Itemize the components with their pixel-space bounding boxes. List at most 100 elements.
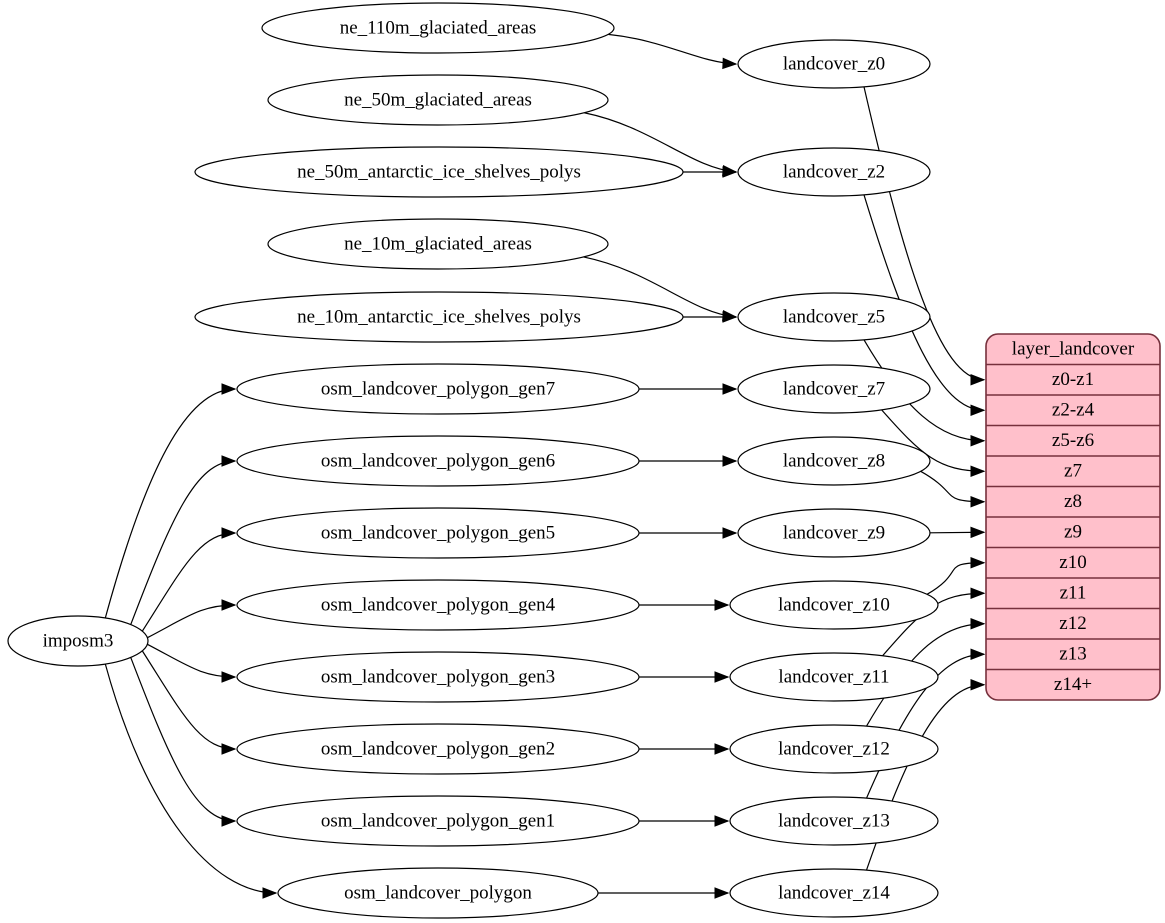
edge-arrowhead <box>722 527 738 539</box>
node-osm_landcover_polygon_gen7-label: osm_landcover_polygon_gen7 <box>321 378 555 399</box>
node-landcover_z9-label: landcover_z9 <box>783 522 885 543</box>
node-imposm3-label: imposm3 <box>43 630 114 651</box>
edge-arrowhead <box>970 587 986 599</box>
edge-ne_10m_glaciated_areas-to-landcover_z5 <box>583 256 737 318</box>
table-row-z5-z6[interactable]: z5-z6 <box>1052 430 1094 451</box>
node-landcover_z14-shape <box>729 868 939 918</box>
node-landcover_z2-shape <box>737 147 931 197</box>
table-row-z8[interactable]: z8 <box>1064 491 1082 512</box>
edge-arrowhead <box>221 527 237 539</box>
edge-ne_50m_glaciated_areas-to-landcover_z2 <box>584 112 737 173</box>
node-landcover_z12-label: landcover_z12 <box>778 738 890 759</box>
node-imposm3[interactable]: imposm3 <box>7 615 149 667</box>
node-osm_landcover_polygon_gen3-shape <box>236 651 640 703</box>
edge-arrowhead <box>970 435 986 447</box>
edge-arrowhead <box>970 648 986 660</box>
node-landcover_z14-label: landcover_z14 <box>778 882 890 903</box>
table-row-z7[interactable]: z7 <box>1064 461 1082 482</box>
node-ne_110m_glaciated_areas-label: ne_110m_glaciated_areas <box>340 17 537 38</box>
node-landcover_z8-label: landcover_z8 <box>783 450 885 471</box>
edge-imposm3-to-osm_landcover_polygon <box>104 663 277 894</box>
node-osm_landcover_polygon_gen4[interactable]: osm_landcover_polygon_gen4 <box>236 579 640 631</box>
table-row-z12[interactable]: z12 <box>1059 613 1086 634</box>
edge-imposm3-to-osm_landcover_polygon_gen7 <box>104 388 236 619</box>
node-landcover_z13[interactable]: landcover_z13 <box>729 796 939 846</box>
layer-landcover-table[interactable]: layer_landcoverz0-z1z2-z4z5-z6z7z8z9z10z… <box>985 333 1161 701</box>
node-landcover_z9[interactable]: landcover_z9 <box>737 508 931 558</box>
node-landcover_z7[interactable]: landcover_z7 <box>737 364 931 414</box>
edge-arrowhead <box>221 743 237 755</box>
node-landcover_z7-label: landcover_z7 <box>783 378 885 399</box>
edge-imposm3-to-osm_landcover_polygon_gen6 <box>130 460 236 625</box>
node-landcover_z10-label: landcover_z10 <box>778 594 890 615</box>
node-ne_10m_antarctic_ice_shelves_polys-label: ne_10m_antarctic_ice_shelves_polys <box>297 306 581 327</box>
node-osm_landcover_polygon_gen6[interactable]: osm_landcover_polygon_gen6 <box>236 435 640 487</box>
node-osm_landcover_polygon_gen2-label: osm_landcover_polygon_gen2 <box>321 738 555 759</box>
edge-arrowhead <box>970 618 986 630</box>
node-osm_landcover_polygon[interactable]: osm_landcover_polygon <box>277 867 599 919</box>
node-landcover_z7-shape <box>737 364 931 414</box>
node-ne_10m_glaciated_areas-shape <box>267 218 609 270</box>
table-row-z14+[interactable]: z14+ <box>1054 674 1092 695</box>
node-landcover_z10-shape <box>729 580 939 630</box>
node-osm_landcover_polygon_gen2[interactable]: osm_landcover_polygon_gen2 <box>236 723 640 775</box>
table-row-z9[interactable]: z9 <box>1064 522 1082 543</box>
edge-arrowhead <box>714 671 730 683</box>
node-osm_landcover_polygon-shape <box>277 867 599 919</box>
node-landcover_z0-label: landcover_z0 <box>783 53 885 74</box>
node-layer: imposm3 ne_110m_glaciated_areas ne_50m_gla… <box>7 2 939 919</box>
edge-arrowhead <box>221 815 237 827</box>
node-landcover_z2[interactable]: landcover_z2 <box>737 147 931 197</box>
node-landcover_z11-label: landcover_z11 <box>778 666 889 687</box>
node-osm_landcover_polygon_gen1-shape <box>236 795 640 847</box>
table-row-z2-z4[interactable]: z2-z4 <box>1052 400 1095 421</box>
node-ne_50m_glaciated_areas[interactable]: ne_50m_glaciated_areas <box>267 74 609 126</box>
table-row-z11[interactable]: z11 <box>1060 583 1087 604</box>
table-row-z13[interactable]: z13 <box>1059 644 1086 665</box>
node-osm_landcover_polygon_gen4-label: osm_landcover_polygon_gen4 <box>321 594 556 615</box>
node-landcover_z10[interactable]: landcover_z10 <box>729 580 939 630</box>
node-osm_landcover_polygon_gen1[interactable]: osm_landcover_polygon_gen1 <box>236 795 640 847</box>
node-ne_110m_glaciated_areas[interactable]: ne_110m_glaciated_areas <box>261 2 615 54</box>
node-landcover_z8[interactable]: landcover_z8 <box>737 436 931 486</box>
edge-arrowhead <box>970 496 986 508</box>
edge-arrowhead <box>970 374 986 386</box>
node-landcover_z13-label: landcover_z13 <box>778 810 890 831</box>
edge-arrowhead <box>714 599 730 611</box>
table-row-z10[interactable]: z10 <box>1059 552 1086 573</box>
node-ne_50m_antarctic_ice_shelves_polys-label: ne_50m_antarctic_ice_shelves_polys <box>297 161 581 182</box>
table-row-z0-z1[interactable]: z0-z1 <box>1052 369 1094 390</box>
node-osm_landcover_polygon_gen5[interactable]: osm_landcover_polygon_gen5 <box>236 507 640 559</box>
node-landcover_z12[interactable]: landcover_z12 <box>729 724 939 774</box>
node-landcover_z14[interactable]: landcover_z14 <box>729 868 939 918</box>
node-osm_landcover_polygon_gen3[interactable]: osm_landcover_polygon_gen3 <box>236 651 640 703</box>
node-ne_10m_antarctic_ice_shelves_polys[interactable]: ne_10m_antarctic_ice_shelves_polys <box>194 291 684 343</box>
node-ne_10m_glaciated_areas-label: ne_10m_glaciated_areas <box>344 233 532 254</box>
node-ne_50m_antarctic_ice_shelves_polys[interactable]: ne_50m_antarctic_ice_shelves_polys <box>194 146 684 198</box>
node-osm_landcover_polygon_gen2-shape <box>236 723 640 775</box>
node-landcover_z0[interactable]: landcover_z0 <box>737 39 931 89</box>
edge-arrowhead <box>970 465 986 477</box>
edge-landcover_z2-to-row-z2-z4 <box>863 194 985 411</box>
edge-arrowhead <box>221 671 237 683</box>
node-ne_50m_antarctic_ice_shelves_polys-shape <box>194 146 684 198</box>
edge-arrowhead <box>722 166 738 178</box>
edge-arrowhead <box>970 679 986 691</box>
node-landcover_z5-label: landcover_z5 <box>783 306 885 327</box>
node-landcover_z11[interactable]: landcover_z11 <box>729 652 939 702</box>
node-landcover_z5[interactable]: landcover_z5 <box>737 292 931 342</box>
node-landcover_z13-shape <box>729 796 939 846</box>
node-osm_landcover_polygon_gen4-shape <box>236 579 640 631</box>
node-landcover_z5-shape <box>737 292 931 342</box>
node-osm_landcover_polygon_gen7[interactable]: osm_landcover_polygon_gen7 <box>236 363 640 415</box>
edge-arrowhead <box>722 57 738 70</box>
table-layer: layer_landcoverz0-z1z2-z4z5-z6z7z8z9z10z… <box>985 333 1161 701</box>
node-osm_landcover_polygon_gen5-label: osm_landcover_polygon_gen5 <box>321 522 555 543</box>
edge-ne_110m_glaciated_areas-to-landcover_z0 <box>608 33 737 65</box>
node-ne_50m_glaciated_areas-shape <box>267 74 609 126</box>
edge-arrowhead <box>221 599 237 611</box>
node-osm_landcover_polygon_gen5-shape <box>236 507 640 559</box>
node-ne_10m_glaciated_areas[interactable]: ne_10m_glaciated_areas <box>267 218 609 270</box>
